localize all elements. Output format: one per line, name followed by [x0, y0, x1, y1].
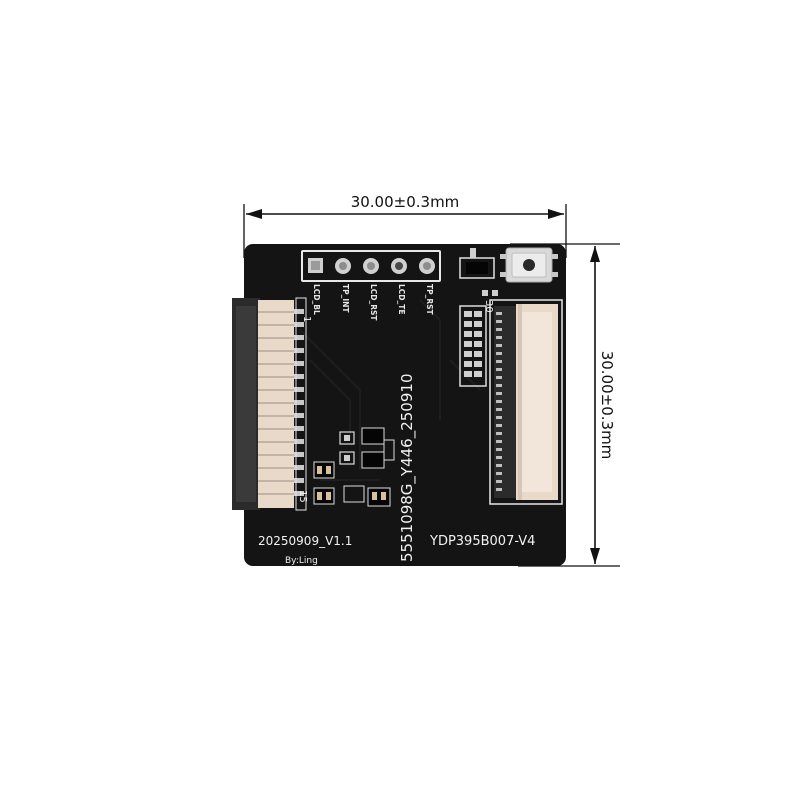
small-pads: [482, 290, 498, 296]
pin-label-lcd-rst: LCD_RST: [369, 284, 378, 321]
width-dimension-label: 30.00±0.3mm: [351, 193, 460, 211]
board-author: By:Ling: [285, 556, 318, 566]
board-part-number: YDP395B007-V4: [429, 534, 535, 549]
board-date-version: 20250909_V1.1: [258, 534, 352, 548]
arrowhead-right: [548, 209, 564, 219]
board-vertical-code: 5551098G_Y446_250910: [398, 374, 417, 562]
pin-header-outline: [301, 250, 441, 282]
left-connector-housing: [258, 300, 294, 508]
pcb-traces: [299, 299, 481, 481]
arrowhead-left: [246, 209, 262, 219]
resistor-array: [459, 305, 487, 387]
pin-label-tp-int: TP_INT: [341, 284, 350, 313]
arrowhead-bottom: [590, 548, 600, 564]
left-connector-pin15-marker: 15: [297, 490, 308, 503]
height-dimension-label: 30.00±0.3mm: [598, 351, 616, 460]
right-fpc-connector: 30: [483, 299, 563, 505]
left-connector-pins: [294, 309, 304, 496]
width-dimension: 30.00±0.3mm: [243, 193, 567, 258]
right-connector-pin30-marker: 30: [483, 300, 494, 313]
header-pin-row: LCD_BL TP_INT LCD_RST LCD_TE TP_RST: [301, 250, 441, 321]
pin-label-lcd-bl: LCD_BL: [312, 284, 321, 315]
switch-button: [523, 259, 535, 271]
pin-hole: [311, 261, 320, 270]
pin-label-lcd-te: LCD_TE: [397, 284, 406, 315]
tact-switch: [500, 247, 558, 283]
smd-components: [313, 427, 395, 507]
left-connector-pin1-marker: 1: [301, 316, 312, 322]
pcb-board: LCD_BL TP_INT LCD_RST LCD_TE TP_RST: [232, 244, 566, 566]
pin-label-tp-rst: TP_RST: [425, 284, 434, 316]
smd-transistor: [459, 248, 495, 279]
height-dimension: 30.00±0.3mm: [510, 243, 620, 567]
left-fpc-connector: 1 15: [232, 297, 312, 511]
arrowhead-top: [590, 246, 600, 262]
